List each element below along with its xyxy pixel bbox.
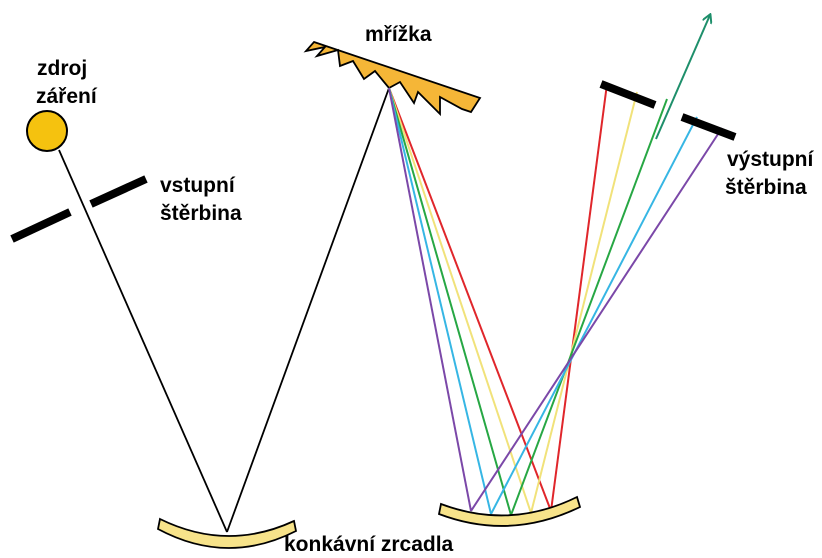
label-entrance-line2: štěrbina	[160, 202, 242, 225]
ray-green-out	[510, 98, 668, 516]
ray-cyan-out	[490, 116, 698, 515]
entrance-slit	[10, 175, 148, 243]
entrance-slit-upper-bar	[89, 175, 148, 208]
label-exit-line2: štěrbina	[725, 176, 807, 199]
ray-green-in	[388, 87, 512, 516]
label-entrance-line1: vstupní	[160, 174, 235, 197]
beam-source-to-mirror	[58, 149, 228, 533]
concave-mirror-right	[437, 495, 582, 527]
spectrum-incoming	[388, 87, 552, 516]
ray-violet-in	[388, 87, 472, 512]
ray-yellow-in	[388, 87, 532, 514]
label-source-line2: záření	[36, 85, 97, 108]
exit-slit-left-bar	[599, 80, 657, 109]
radiation-source	[26, 110, 68, 152]
label-exit-line1: výstupní	[727, 148, 814, 171]
ray-red-out	[550, 83, 608, 512]
exit-slit-right-bar	[680, 113, 737, 141]
ray-violet-out	[470, 127, 723, 512]
escaping-ray-arrow	[655, 15, 710, 140]
concave-mirror-left	[156, 517, 298, 549]
ray-yellow-out	[530, 91, 638, 514]
label-concave-mirrors: konkávní zrcadla	[284, 533, 454, 556]
ray-red-in	[388, 87, 552, 512]
exit-slit	[599, 80, 737, 141]
ray-cyan-in	[388, 87, 492, 515]
beam-mirror-to-grating	[226, 87, 390, 533]
label-grating: mřížka	[365, 23, 432, 46]
spectrum-outgoing	[470, 83, 723, 516]
label-source-line1: zdroj	[37, 57, 88, 80]
entrance-slit-lower-bar	[10, 208, 72, 243]
